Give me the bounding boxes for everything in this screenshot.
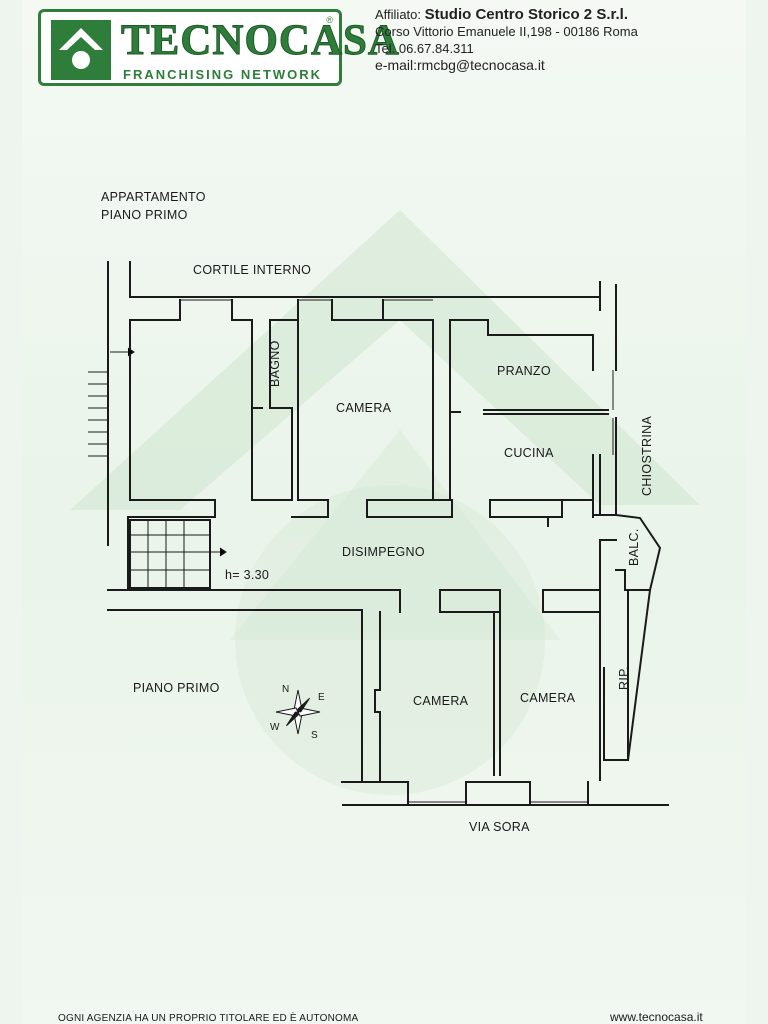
label-kitchen: CUCINA bbox=[504, 446, 554, 460]
label-light-well: CHIOSTRINA bbox=[640, 415, 654, 496]
footer-disclaimer: OGNI AGENZIA HA UN PROPRIO TITOLARE ED È… bbox=[58, 1013, 359, 1024]
compass-e: E bbox=[318, 692, 325, 703]
agency-name: Studio Centro Storico 2 S.r.l. bbox=[424, 6, 628, 23]
label-height: h= 3.30 bbox=[225, 568, 270, 582]
label-dining: PRANZO bbox=[497, 364, 551, 378]
logo-wordmark: TECNOCASA bbox=[121, 17, 400, 65]
label-camera-bottom-right: CAMERA bbox=[520, 691, 576, 705]
registered-mark: ® bbox=[326, 15, 333, 25]
label-bathroom: BAGNO bbox=[268, 340, 282, 387]
compass-w: W bbox=[270, 722, 280, 733]
agency-address: Corso Vittorio Emanuele II,198 - 00186 R… bbox=[375, 24, 638, 39]
label-storage: RIP. bbox=[617, 666, 631, 690]
label-balcony: BALC. bbox=[627, 528, 641, 566]
compass-rose-icon bbox=[275, 689, 321, 735]
compass-n: N bbox=[282, 684, 290, 695]
label-courtyard: CORTILE INTERNO bbox=[193, 263, 312, 277]
logo-tagline: FRANCHISING NETWORK bbox=[123, 67, 323, 82]
agency-info: Affiliato: Studio Centro Storico 2 S.r.l… bbox=[375, 6, 638, 74]
plan-title-line2: PIANO PRIMO bbox=[101, 208, 188, 222]
label-hallway: DISIMPEGNO bbox=[342, 545, 425, 559]
footer-website[interactable]: www.tecnocasa.it bbox=[610, 1010, 703, 1024]
compass-s: S bbox=[311, 730, 318, 741]
label-street: VIA SORA bbox=[469, 820, 530, 834]
plan-title-line1: APPARTAMENTO bbox=[101, 190, 206, 204]
tecnocasa-logo: TECNOCASA ® FRANCHISING NETWORK bbox=[38, 9, 400, 86]
agency-phone: Tel. 06.67.84.311 bbox=[375, 41, 474, 56]
label-floor-adjacent: PIANO PRIMO bbox=[133, 681, 220, 695]
agency-email: e-mail:rmcbg@tecnocasa.it bbox=[375, 57, 545, 73]
label-camera-top: CAMERA bbox=[336, 401, 392, 415]
house-icon bbox=[51, 20, 111, 80]
label-camera-bottom-left: CAMERA bbox=[413, 694, 469, 708]
agency-label: Affiliato: bbox=[375, 7, 422, 22]
